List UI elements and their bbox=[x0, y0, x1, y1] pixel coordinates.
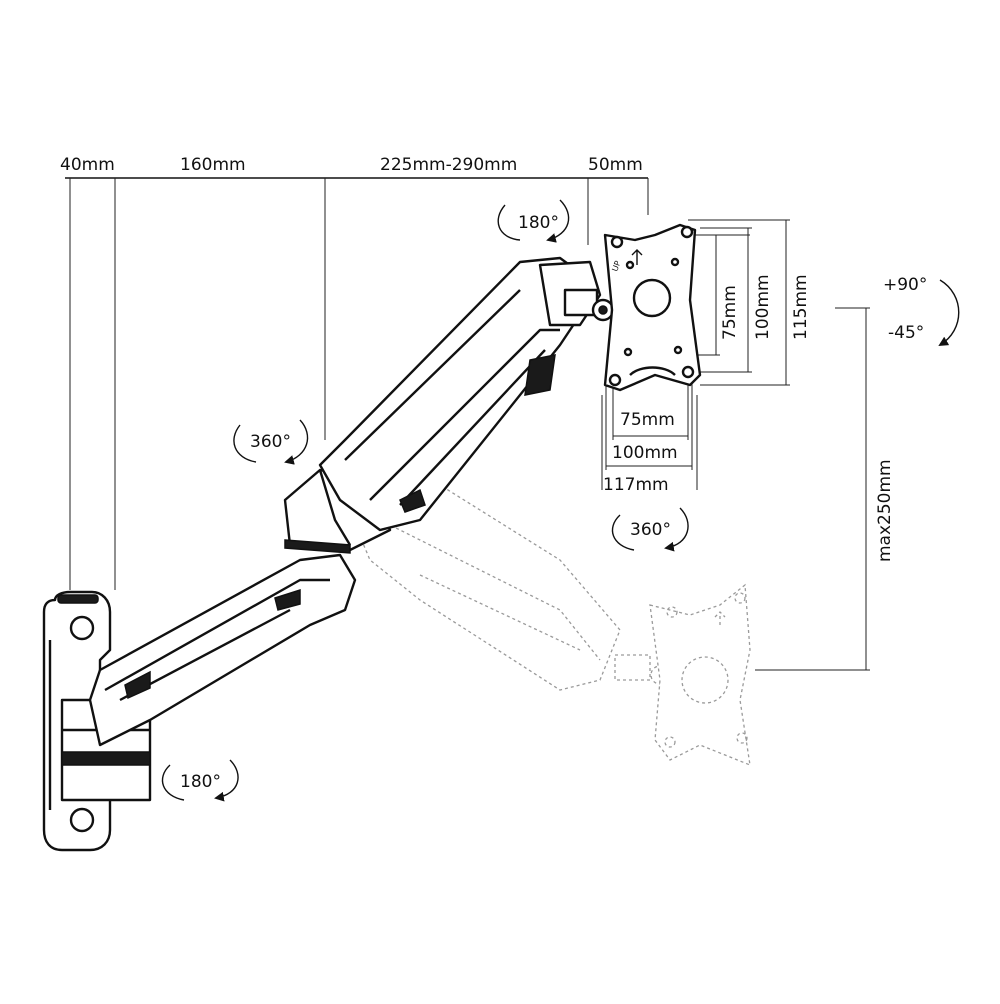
dim-height-max: max250mm bbox=[875, 459, 895, 562]
rot-wall-swivel: 180° bbox=[180, 772, 221, 792]
dim-wall-offset: 40mm bbox=[60, 155, 115, 175]
dim-second-arm: 225mm-290mm bbox=[380, 155, 517, 175]
dim-vesa-v-100: 100mm bbox=[753, 274, 773, 340]
height-dimension-lines bbox=[755, 307, 870, 671]
dim-first-arm: 160mm bbox=[180, 155, 246, 175]
dim-vesa-v-75: 75mm bbox=[720, 285, 740, 340]
rot-tilt-up: +90° bbox=[883, 275, 927, 295]
vesa-plate bbox=[603, 223, 702, 392]
rot-plate-rotation: 360° bbox=[630, 520, 671, 540]
dim-vesa-h-100: 100mm bbox=[612, 443, 678, 463]
rot-head-swivel: 180° bbox=[518, 213, 559, 233]
rotate-arrow-icon bbox=[497, 199, 570, 243]
dim-head: 50mm bbox=[588, 155, 643, 175]
up-arrow-icon bbox=[631, 249, 643, 265]
dim-vesa-h-75: 75mm bbox=[620, 410, 675, 430]
dim-vesa-h-117: 117mm bbox=[603, 475, 669, 495]
first-arm bbox=[88, 553, 357, 747]
vesa-vertical-dimension-lines bbox=[688, 219, 790, 386]
rot-tilt-down: -45° bbox=[888, 323, 924, 343]
rotate-arrow-icon bbox=[611, 507, 689, 552]
tilt-arrow-icon bbox=[938, 279, 960, 347]
tilt-head bbox=[538, 260, 615, 327]
ghost-lowered-position bbox=[329, 459, 751, 767]
rotate-arrow-icon bbox=[233, 419, 309, 465]
plate-up-label: UP bbox=[610, 259, 622, 272]
rotate-arrow-icon bbox=[161, 759, 239, 802]
dim-vesa-v-115: 115mm bbox=[791, 274, 811, 340]
rot-arm-joint: 360° bbox=[250, 432, 291, 452]
vesa-horizontal-dimension-lines bbox=[601, 378, 698, 490]
top-dimension-lines bbox=[65, 177, 649, 590]
